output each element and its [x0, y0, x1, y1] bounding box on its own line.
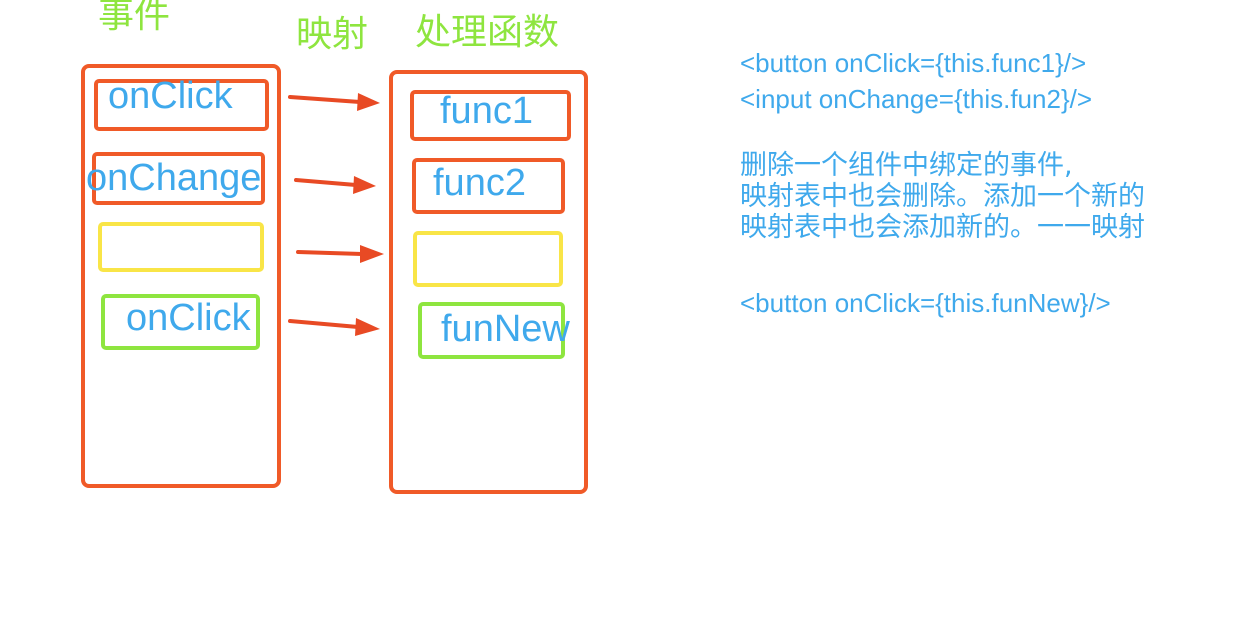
handler-box-empty	[413, 231, 563, 287]
mapping-heading: 映射	[296, 14, 369, 55]
event-box-empty	[98, 222, 264, 272]
handler-label-funnew: funNew	[441, 308, 570, 350]
event-box-onclick	[94, 79, 269, 131]
event-box-onclick-new	[101, 294, 260, 350]
note-line-2: 映射表中也会删除。添加一个新的	[740, 181, 1145, 212]
arrow-icon	[288, 318, 380, 336]
handler-box-func2	[412, 158, 565, 214]
events-heading: 事件	[98, 0, 171, 36]
event-label-onchange: onChange	[86, 157, 262, 199]
event-box-onchange	[92, 152, 265, 205]
handler-label-func2: func2	[433, 162, 526, 204]
events-column-box	[81, 64, 281, 488]
note-line-1: 删除一个组件中绑定的事件,	[740, 150, 1073, 181]
arrow-icon	[294, 176, 376, 194]
handler-box-funnew	[418, 302, 565, 359]
arrow-icon	[296, 245, 384, 263]
handler-label-func1: func1	[440, 90, 533, 132]
note-line-3: 映射表中也会添加新的。一一映射	[740, 212, 1145, 243]
code-line-button-func1: <button onClick={this.func1}/>	[740, 48, 1087, 78]
event-label-onclick: onClick	[108, 75, 233, 117]
handlers-heading: 处理函数	[415, 12, 560, 53]
arrow-icon	[288, 93, 380, 111]
event-label-onclick-new: onClick	[126, 297, 251, 339]
handlers-column-box	[389, 70, 588, 494]
code-line-input-fun2: <input onChange={this.fun2}/>	[740, 84, 1093, 114]
handler-box-func1	[410, 90, 571, 141]
code-line-button-funnew: <button onClick={this.funNew}/>	[740, 288, 1111, 318]
